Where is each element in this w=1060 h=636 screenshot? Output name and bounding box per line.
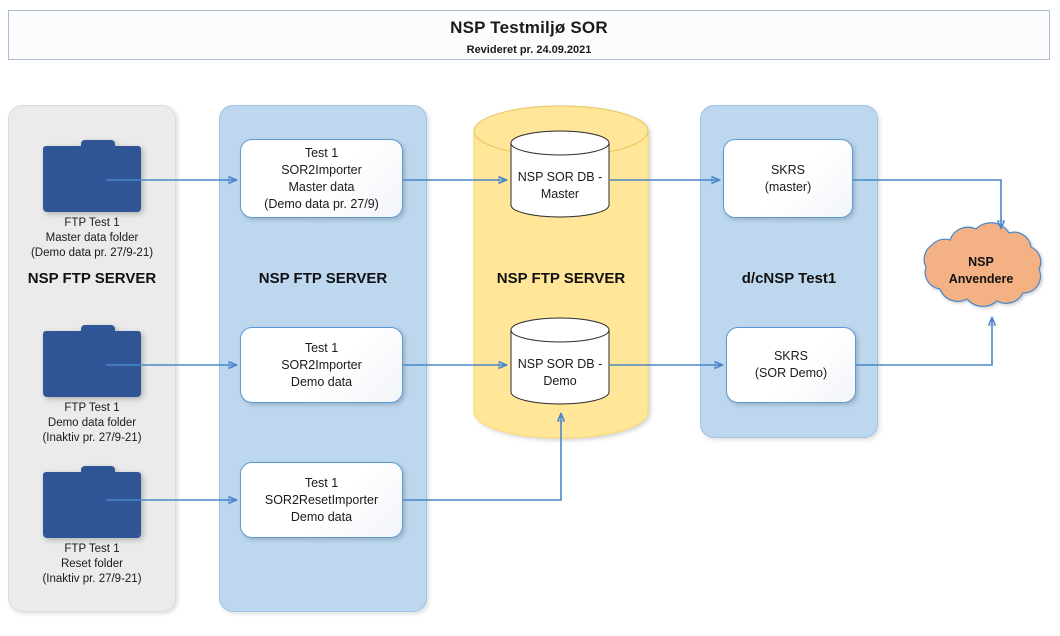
box-line2: (SOR Demo) <box>754 366 828 380</box>
box-line2: (master) <box>764 179 812 194</box>
folder-label-line2: Master data folder <box>45 232 139 244</box>
box-line1: SKRS <box>773 349 809 363</box>
box-line1: SKRS <box>770 162 806 177</box>
folder-label-line1: FTP Test 1 <box>64 402 120 414</box>
box-line2: SOR2ResetImporter <box>264 492 379 507</box>
diagram-title-box: NSP Testmiljø SOR Revideret pr. 24.09.20… <box>8 10 1050 60</box>
box-skrs-sor-demo[interactable]: SKRS (SOR Demo) <box>726 327 856 403</box>
box-skrs-master[interactable]: SKRS (master) <box>723 139 853 218</box>
box-line1: Test 1 <box>304 340 339 355</box>
box-line3: Demo data <box>290 374 353 389</box>
folder-reset[interactable]: FTP Test 1 Reset folder (Inaktiv pr. 27/… <box>8 466 176 587</box>
db-label-line1: NSP SOR DB - <box>517 170 603 184</box>
box-sor2importer-demo[interactable]: Test 1 SOR2Importer Demo data <box>240 327 403 403</box>
folder-icon <box>43 140 141 212</box>
folder-label-line1: FTP Test 1 <box>64 217 120 229</box>
folder-label-line3: (Demo data pr. 27/9-21) <box>30 247 154 259</box>
folder-demo-data[interactable]: FTP Test 1 Demo data folder (Inaktiv pr.… <box>8 325 176 446</box>
folder-label-line2: Reset folder <box>60 558 123 570</box>
lane-caption-dcnsp: d/cNSP Test1 <box>741 270 837 287</box>
folder-label-line3: (Inaktiv pr. 27/9-21) <box>42 573 142 585</box>
db-label-line2: Demo <box>543 374 577 388</box>
folder-label-line2: Demo data folder <box>47 417 137 429</box>
page-subtitle: Revideret pr. 24.09.2021 <box>466 44 592 56</box>
box-line3: Demo data <box>290 509 353 524</box>
box-line2: SOR2Importer <box>281 162 362 177</box>
box-sor2resetimporter-demo[interactable]: Test 1 SOR2ResetImporter Demo data <box>240 462 403 538</box>
folder-label-line3: (Inaktiv pr. 27/9-21) <box>42 432 142 444</box>
box-line1: Test 1 <box>304 145 339 160</box>
lane-caption-database: NSP FTP SERVER <box>496 270 626 287</box>
db-label-line2: Master <box>540 187 580 201</box>
box-line1: Test 1 <box>304 475 339 490</box>
cloud-label-line2: Anvendere <box>948 272 1014 286</box>
db-nsp-sor-db-master[interactable]: NSP SOR DB - Master <box>510 130 610 218</box>
folder-master-data[interactable]: FTP Test 1 Master data folder (Demo data… <box>8 140 176 261</box>
page-title: NSP Testmiljø SOR <box>450 18 608 37</box>
box-sor2importer-master[interactable]: Test 1 SOR2Importer Master data (Demo da… <box>240 139 403 218</box>
folder-icon <box>43 466 141 538</box>
lane-caption-ftp-source: NSP FTP SERVER <box>27 270 157 287</box>
box-line4: (Demo data pr. 27/9) <box>264 196 379 211</box>
cloud-label-line1: NSP <box>968 255 994 269</box>
box-line3: Master data <box>288 179 355 194</box>
lane-caption-importer: NSP FTP SERVER <box>258 270 388 287</box>
folder-label-line1: FTP Test 1 <box>64 543 120 555</box>
cloud-nsp-anvendere[interactable]: NSP Anvendere <box>910 216 1052 326</box>
db-nsp-sor-db-demo[interactable]: NSP SOR DB - Demo <box>510 317 610 405</box>
folder-icon <box>43 325 141 397</box>
db-label-line1: NSP SOR DB - <box>517 357 603 371</box>
box-line2: SOR2Importer <box>281 357 362 372</box>
